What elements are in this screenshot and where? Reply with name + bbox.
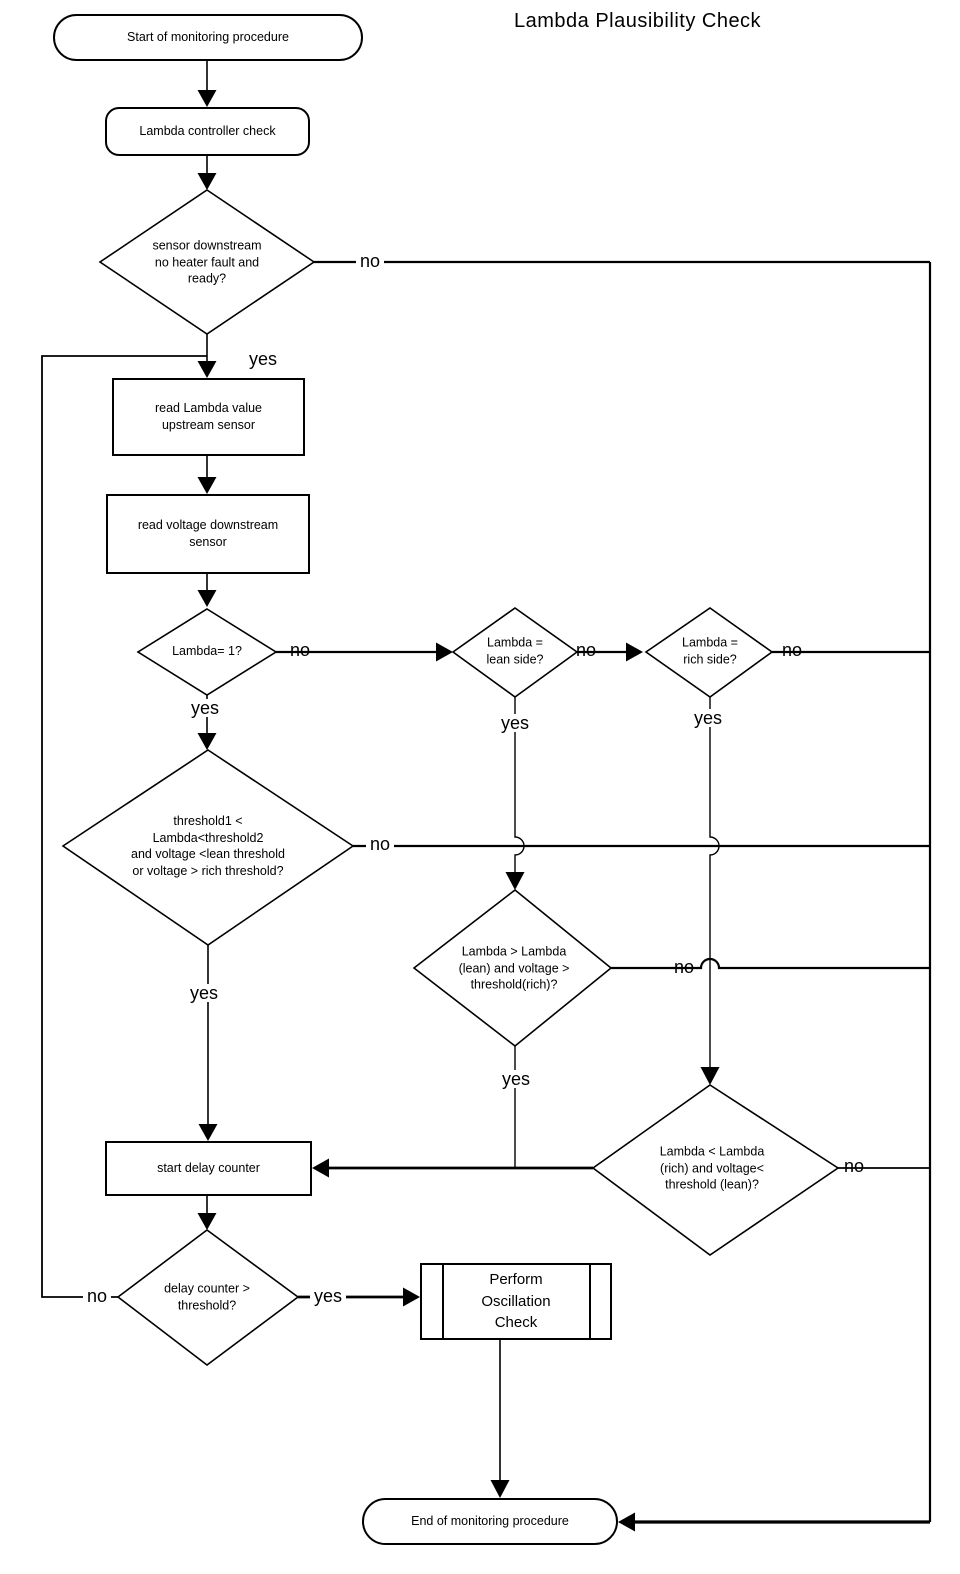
- edge-label-no: no: [843, 1156, 865, 1176]
- edge-rich-yes: [709, 697, 720, 1067]
- sensor-ready-label: sensor downstream no heater fault and re…: [152, 238, 262, 286]
- arrowheads: [197, 90, 720, 1532]
- edge-label-yes: yes: [689, 709, 727, 727]
- decision-threshold-window: [61, 749, 355, 946]
- decision-rich-side: [644, 607, 774, 698]
- start-label: Start of monitoring procedure: [127, 30, 289, 45]
- arrowhead-down: [198, 1124, 218, 1141]
- edge-label-yes: yes: [185, 984, 223, 1002]
- edge-label-no: no: [289, 640, 311, 660]
- lean-side-label: Lambda = lean side?: [486, 635, 544, 667]
- lambda-lt-rich-label: Lambda < Lambda (rich) and voltage< thre…: [659, 1144, 765, 1192]
- predefined-process-bar: [442, 1265, 444, 1338]
- edge-counter-no-loop: [41, 355, 207, 1298]
- edge-label-yes: yes: [309, 1287, 347, 1305]
- edge-label-yes: yes: [244, 350, 282, 368]
- edge-label-no: no: [82, 1287, 112, 1305]
- decision-lean-side: [451, 607, 579, 698]
- end-terminator: End of monitoring procedure: [362, 1498, 618, 1545]
- arrowhead-right: [403, 1287, 420, 1307]
- read-lambda-label: read Lambda value upstream sensor: [154, 401, 263, 432]
- oscillation-check-label: Perform Oscillation Check: [481, 1270, 551, 1332]
- oscillation-check-subroutine: Perform Oscillation Check: [420, 1263, 612, 1340]
- arrowhead-down: [197, 90, 217, 107]
- lambda-gt-lean-label: Lambda > Lambda (lean) and voltage > thr…: [458, 944, 570, 992]
- delay-counter-label: delay counter > threshold?: [164, 1281, 250, 1313]
- edge-label-no: no: [355, 252, 385, 270]
- predefined-process-bar: [589, 1265, 591, 1338]
- decision-lambda-gt-lean: [412, 888, 613, 1048]
- start-delay-process: start delay counter: [105, 1141, 312, 1196]
- edge-label-no: no: [781, 640, 803, 660]
- arrowhead-down: [197, 733, 217, 750]
- arrowhead-left: [312, 1158, 329, 1178]
- arrowhead-down: [505, 872, 525, 890]
- decision-lambda-one: [136, 608, 278, 696]
- lambda-one-label: Lambda= 1?: [172, 643, 242, 658]
- arrowhead-down: [197, 590, 217, 607]
- read-lambda-process: read Lambda value upstream sensor: [112, 378, 305, 456]
- arrowhead-down: [197, 1213, 217, 1230]
- arrowhead-down: [197, 361, 217, 378]
- controller-check-node: Lambda controller check: [105, 107, 310, 156]
- arrowhead-right: [626, 642, 643, 662]
- edge-label-no: no: [365, 835, 395, 853]
- edge-label-yes: yes: [496, 714, 534, 732]
- edge-label-no: no: [575, 640, 597, 660]
- edge-label-yes: yes: [186, 699, 224, 717]
- arrowhead-down: [490, 1480, 510, 1498]
- edge-label-yes: yes: [497, 1070, 535, 1088]
- edge-label-no: no: [673, 957, 695, 977]
- arrowhead-down: [197, 173, 217, 190]
- diagram-title: Lambda Plausibility Check: [514, 10, 762, 32]
- arrowhead-down: [700, 1067, 720, 1085]
- start-delay-label: start delay counter: [157, 1161, 260, 1176]
- read-voltage-label: read voltage downstream sensor: [137, 518, 279, 549]
- arrowhead-right: [436, 642, 453, 662]
- decision-delay-counter: [116, 1229, 300, 1367]
- edge-gtlean-no: [611, 957, 930, 970]
- arrowhead-left: [618, 1512, 635, 1532]
- arrowhead-down: [197, 477, 217, 494]
- decision-lambda-lt-rich: [591, 1084, 840, 1256]
- threshold-window-label: threshold1 < Lambda<threshold2 and volta…: [131, 814, 285, 878]
- end-label: End of monitoring procedure: [411, 1514, 569, 1529]
- rich-side-label: Lambda = rich side?: [682, 635, 738, 667]
- controller-check-label: Lambda controller check: [139, 124, 276, 139]
- decision-sensor-ready: [98, 189, 316, 335]
- start-terminator: Start of monitoring procedure: [53, 14, 363, 61]
- read-voltage-process: read voltage downstream sensor: [106, 494, 310, 574]
